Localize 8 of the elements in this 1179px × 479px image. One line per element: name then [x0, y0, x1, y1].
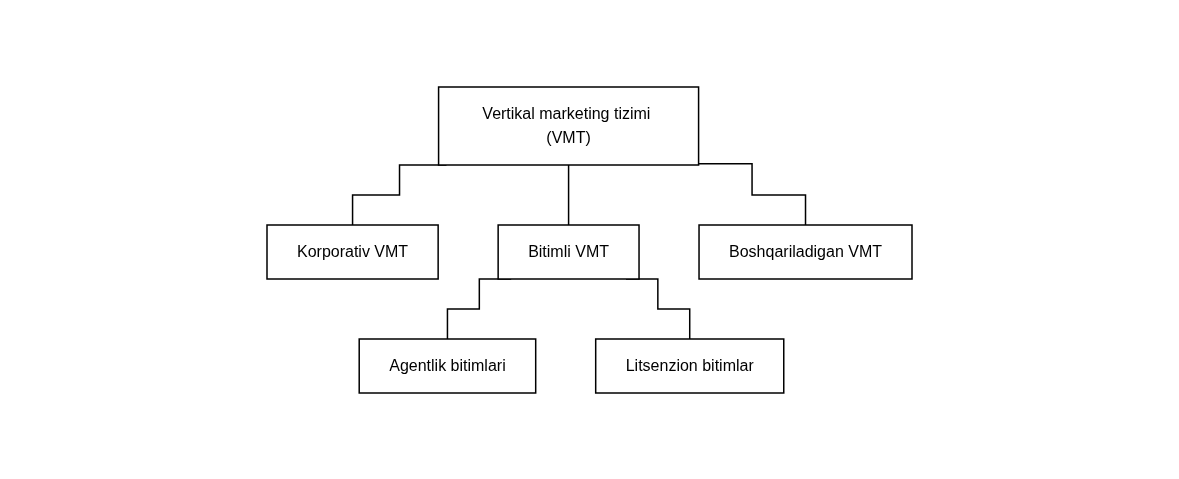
node-box: Bitimli VMT [497, 223, 640, 280]
node-box: Agentlik bitimlari [358, 337, 537, 394]
node-box: Litsenzion bitimlar [594, 337, 785, 394]
node-box: Boshqariladigan VMT [698, 223, 913, 280]
node-box: Vertikal marketing tizimi (VMT) [437, 85, 700, 166]
connector [567, 163, 570, 226]
connector [697, 162, 807, 226]
node-box: Korporativ VMT [266, 223, 439, 280]
